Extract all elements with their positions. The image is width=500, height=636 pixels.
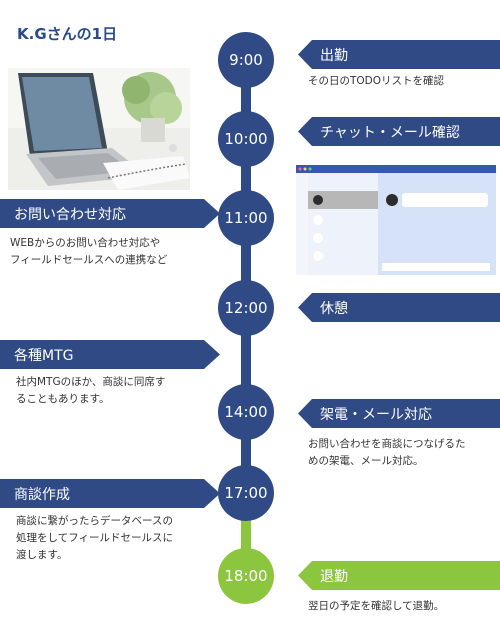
desc-line: 社内MTGのほか、商談に同席す — [16, 376, 166, 388]
event-desc-1700: 商談に繋がったらデータベースの 処理をしてフィールドセールスに 渡します。 — [16, 513, 173, 564]
event-label: お問い合わせ対応 — [14, 206, 126, 223]
time-circle-1000: 10:00 — [218, 111, 274, 167]
desc-line: 翌日の予定を確認して退勤。 — [308, 600, 445, 612]
event-banner-1800: 退勤 — [298, 561, 500, 590]
time-circle-1200: 12:00 — [218, 280, 274, 336]
event-label: 退勤 — [320, 568, 348, 585]
desc-line: その日のTODOリストを確認 — [308, 75, 445, 87]
event-label: 商談作成 — [14, 486, 70, 503]
desc-line: 商談に繋がったらデータベースの — [16, 515, 173, 527]
event-desc-mtg: 社内MTGのほか、商談に同席す ることもあります。 — [16, 374, 165, 408]
desc-line: お問い合わせを商談につなげるた — [308, 438, 466, 450]
desc-line: フィールドセールスへの連携など — [10, 254, 168, 266]
event-label: 出勤 — [320, 47, 348, 64]
desc-line: 処理をしてフィールドセールスに — [16, 532, 173, 544]
event-banner-mtg: 各種MTG — [0, 340, 220, 369]
event-desc-0900: その日のTODOリストを確認 — [308, 73, 444, 90]
time-circle-1100: 11:00 — [218, 190, 274, 246]
time-circle-1800: 18:00 — [218, 548, 274, 604]
event-banner-1100: お問い合わせ対応 — [0, 199, 220, 228]
chat-app-illustration — [296, 165, 496, 275]
desc-line: ることもあります。 — [16, 393, 110, 405]
event-banner-1000: チャット・メール確認 — [298, 117, 500, 146]
time-circle-1400: 14:00 — [218, 384, 274, 440]
event-desc-1800: 翌日の予定を確認して退勤。 — [308, 598, 444, 615]
timeline-spine-end — [241, 520, 251, 570]
event-desc-1100: WEBからのお問い合わせ対応や フィールドセールスへの連携など — [10, 235, 167, 269]
event-banner-0900: 出勤 — [298, 40, 500, 69]
time-circle-0900: 9:00 — [218, 32, 274, 88]
desc-line: WEBからのお問い合わせ対応や — [10, 237, 161, 249]
desc-line: 渡します。 — [16, 549, 68, 561]
laptop-photo — [8, 68, 190, 190]
event-banner-1400: 架電・メール対応 — [298, 399, 500, 428]
desc-line: めの架電、メール対応。 — [308, 455, 424, 467]
event-desc-1400: お問い合わせを商談につなげるた めの架電、メール対応。 — [308, 436, 466, 470]
event-label: チャット・メール確認 — [320, 124, 460, 141]
page-title: K.Gさんの1日 — [17, 25, 118, 43]
event-banner-1200: 休憩 — [298, 293, 500, 322]
time-circle-1700: 17:00 — [218, 465, 274, 521]
event-label: 架電・メール対応 — [320, 406, 432, 423]
event-label: 各種MTG — [14, 347, 74, 364]
event-label: 休憩 — [320, 300, 348, 317]
event-banner-1700: 商談作成 — [0, 479, 220, 508]
